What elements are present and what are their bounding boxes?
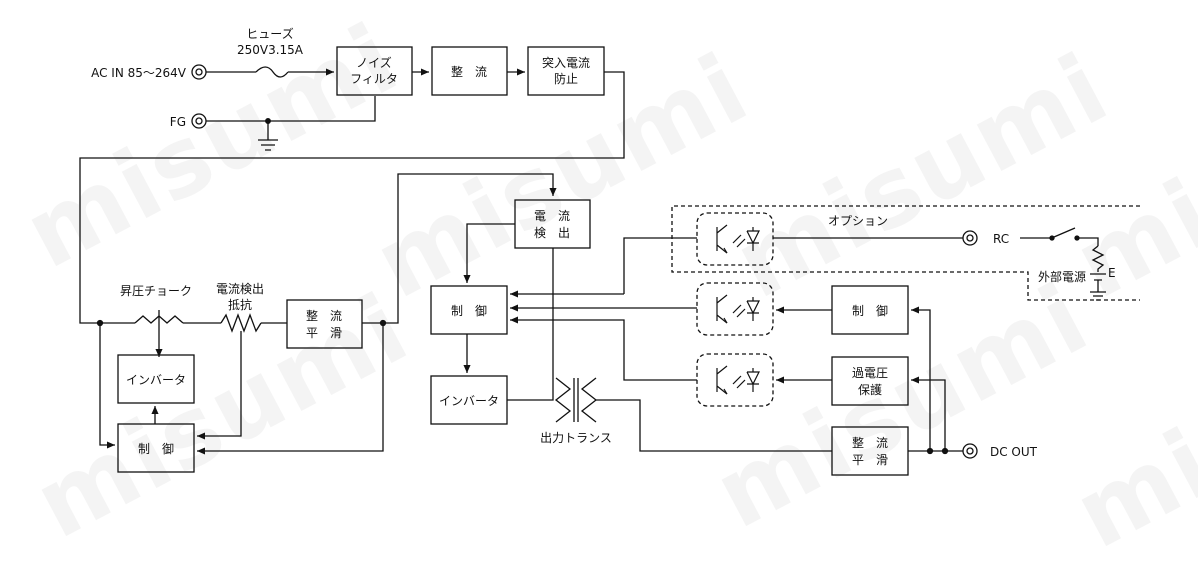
smoothing-right-block [831,426,909,476]
shunt-resistor-icon [220,313,262,333]
control-left-block [117,423,195,473]
dc-out-terminal-icon [962,443,978,459]
photocoupler-icon [716,224,760,254]
transformer-label: 出力トランス [540,431,612,445]
current-detect-label: 検 出 [534,226,570,240]
fg-label: FG [170,115,186,129]
fuse-name-label: ヒューズ [246,26,293,41]
choke-label: 昇圧チョーク [120,284,192,298]
rc-switch-icon [1020,227,1099,246]
smoothing-left-label: 整 流 [306,308,342,323]
noise-filter-label: フィルタ [350,72,398,86]
inrush-label: 防止 [554,71,578,86]
noise-filter-block [336,46,413,96]
control-main-label: 制 御 [451,303,487,318]
dc-out-label: DC OUT [990,445,1038,459]
control-right-label: 制 御 [852,303,888,318]
inrush-label: 突入電流 [542,55,590,70]
current-detect-label: 電 流 [534,209,570,223]
option-label: オプション [828,214,888,228]
external-power-icon [1090,245,1106,301]
power-supply-block-diagram: AC IN 85～264V FG ヒューズ 250V3.15A ノイズ フィルタ… [79,26,1140,476]
shunt-label: 電流検出 [216,282,264,296]
fg-terminal-icon [191,113,207,129]
external-power-label: 外部電源 [1038,269,1086,284]
control-left-label: 制 御 [138,441,174,456]
photocoupler-control [696,282,774,336]
inverter-main-label: インバータ [439,394,499,408]
ac-in-terminal-icon [191,64,207,80]
current-detect-block [514,199,591,249]
ground-icon [258,121,278,151]
photocoupler-icon [716,365,760,395]
photocoupler-icon [716,294,760,324]
fuse-icon [206,67,334,77]
output-transformer-icon [554,377,598,423]
smoothing-left-label: 平 滑 [306,326,342,340]
e-label: E [1108,266,1116,280]
inverter-left-label: インバータ [126,373,186,387]
rc-terminal-icon [962,230,978,246]
overvoltage-label: 過電圧 [852,366,888,380]
rc-label: RC [993,232,1009,246]
ac-in-label: AC IN 85～264V [91,66,187,80]
inrush-prevention-block [527,46,605,96]
photocoupler-option [696,212,774,266]
control-main-block [430,285,508,335]
noise-filter-label: ノイズ [356,55,392,70]
smoothing-right-label: 平 滑 [852,453,888,467]
smoothing-right-label: 整 流 [852,435,888,450]
rectifier-top-label: 整 流 [451,64,487,79]
overvoltage-protect-block [831,356,909,406]
rectifier-top-block [431,46,508,96]
smoothing-left-block [286,299,363,349]
fuse-rating-label: 250V3.15A [237,43,304,57]
boost-choke-icon [134,310,184,352]
shunt-label: 抵抗 [228,297,252,312]
overvoltage-label: 保護 [858,382,882,397]
photocoupler-ovp [696,353,774,407]
